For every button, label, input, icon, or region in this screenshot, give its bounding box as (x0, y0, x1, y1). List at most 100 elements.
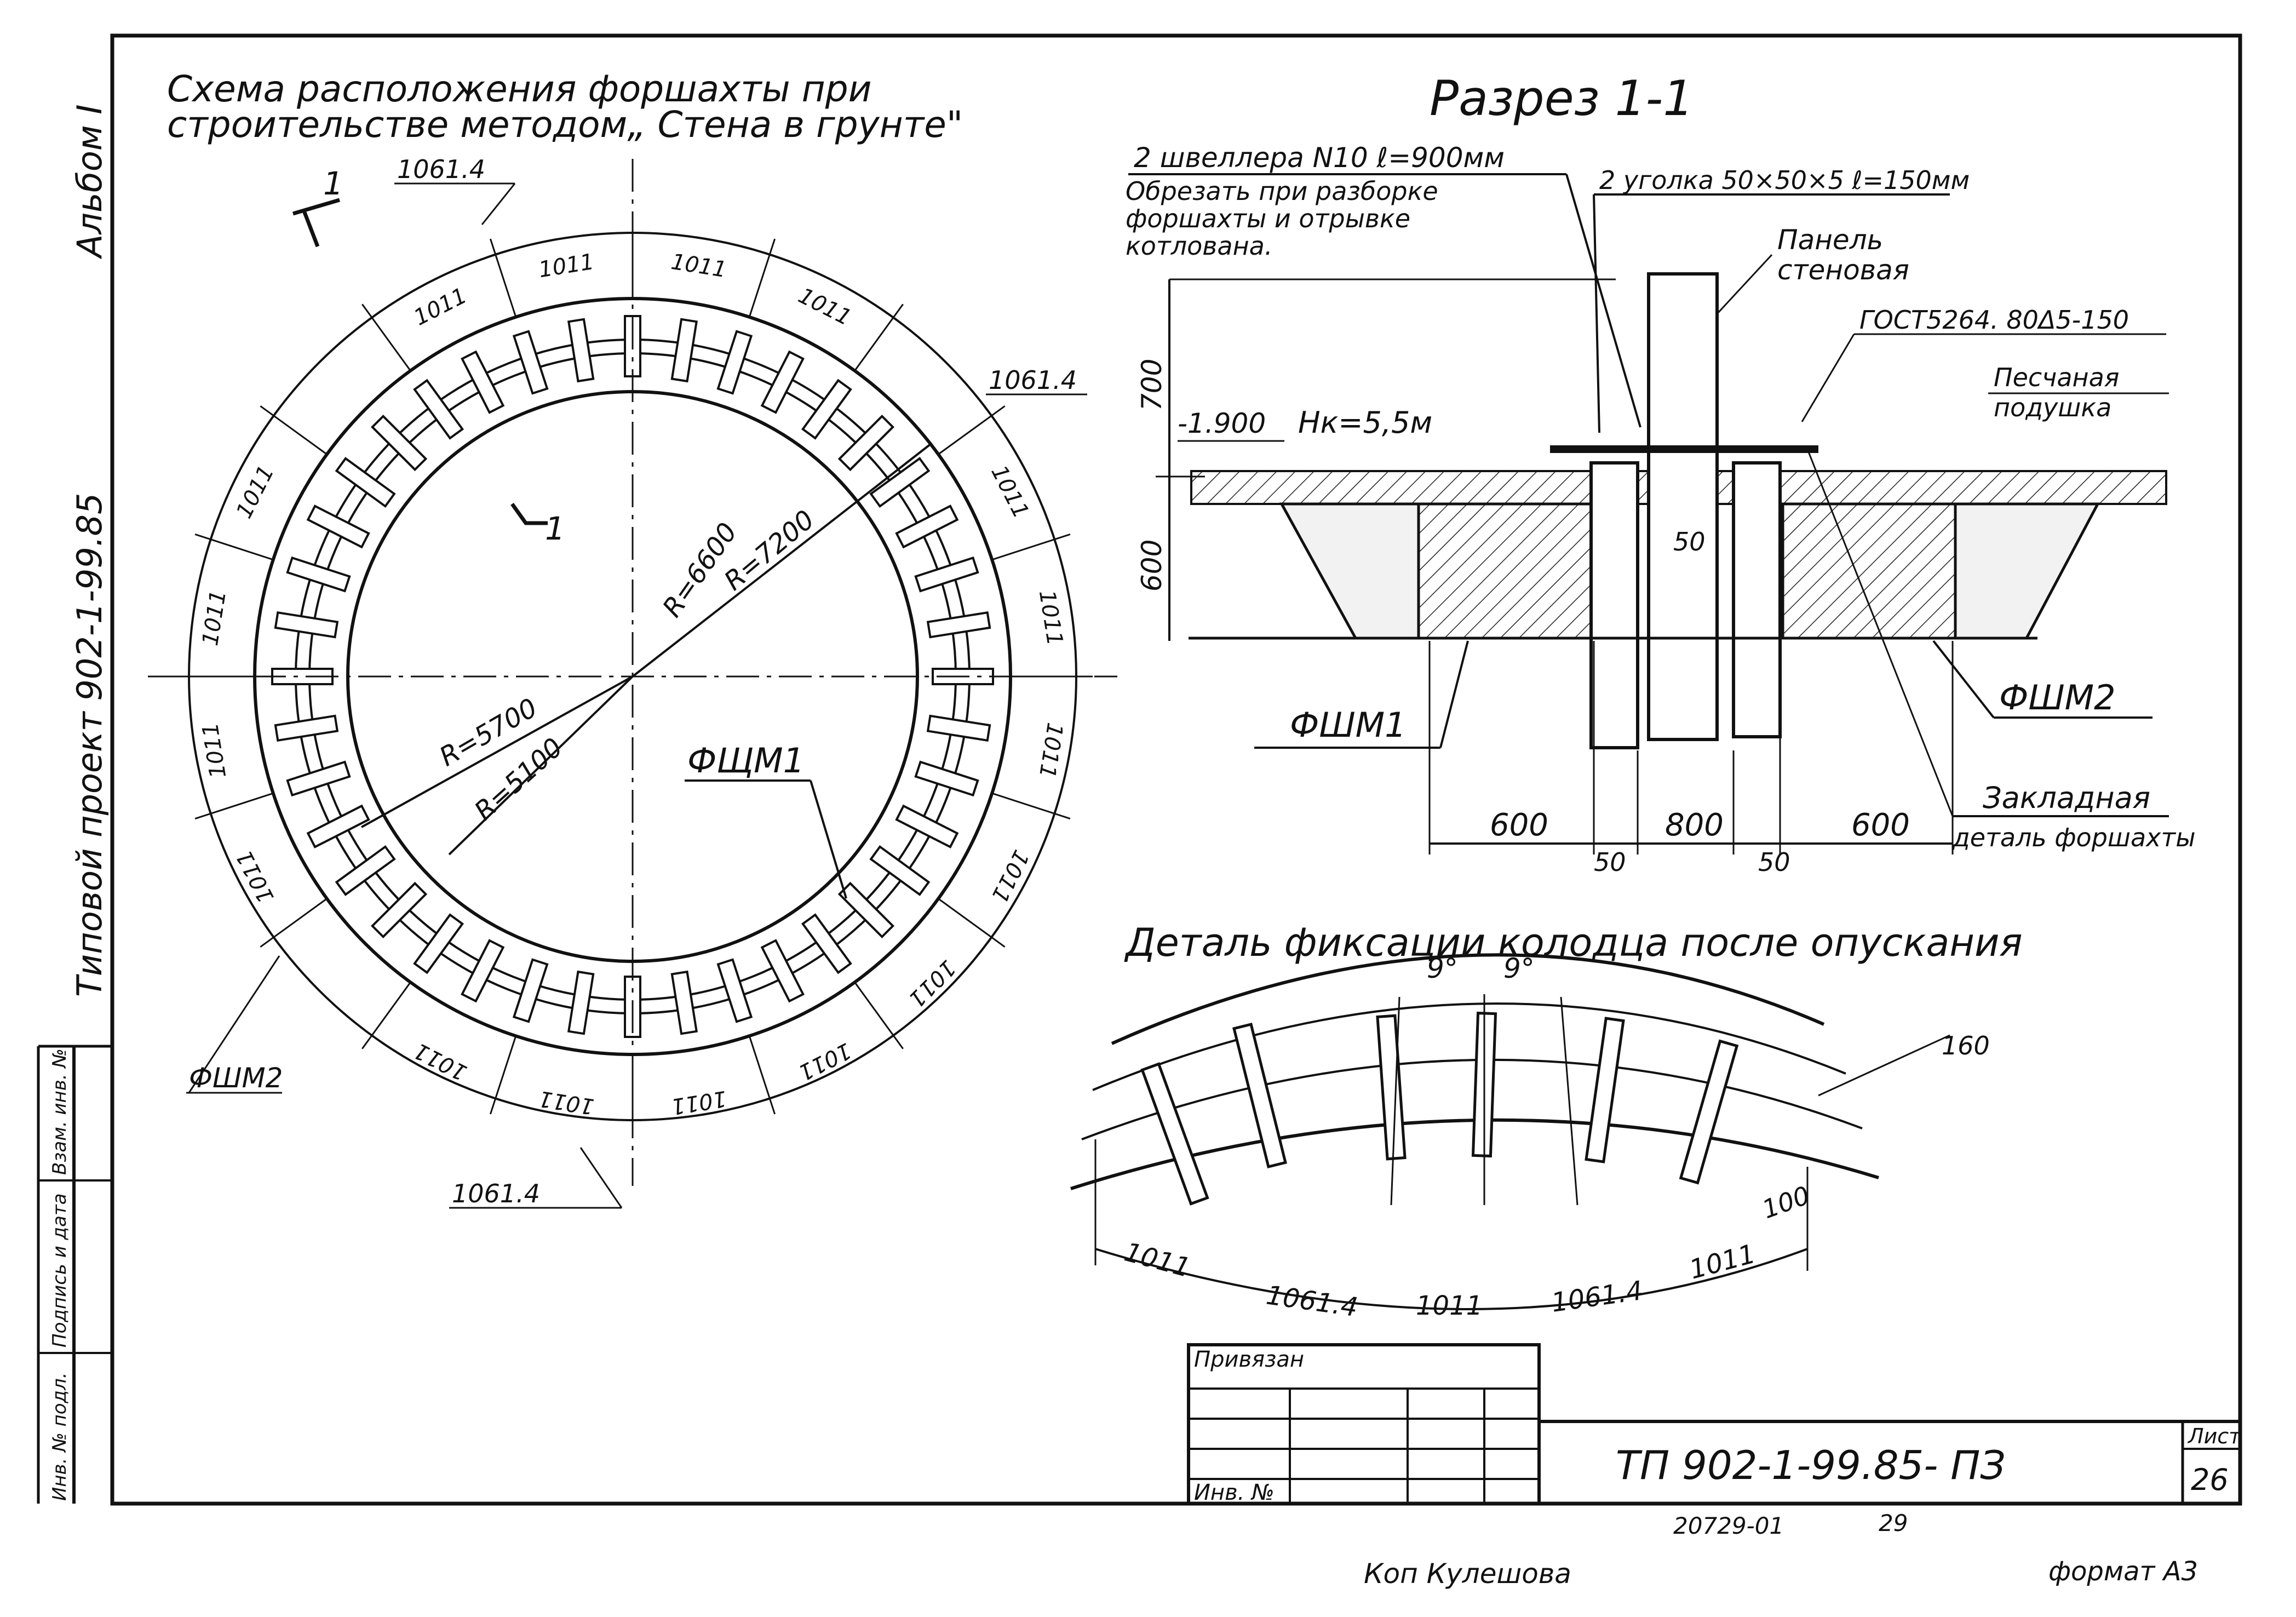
dim-tick (194, 533, 274, 561)
formwork-block (869, 845, 931, 896)
formwork-block (760, 939, 805, 1003)
formwork-block (567, 318, 595, 383)
plan-label-fshm1: ФЩМ1 (687, 741, 805, 781)
dim-tick (938, 405, 1006, 455)
angle-2: 9° (1503, 953, 1535, 984)
inv-no-label: Инв. № (1194, 1480, 1275, 1505)
detail-post (1232, 1022, 1288, 1169)
dim-tick (854, 982, 904, 1050)
concrete-right (1781, 502, 1957, 640)
section-label-fshm1: ФШМ1 (1290, 705, 1407, 745)
plan-dim-ticks (173, 216, 1093, 1137)
detail-post (1140, 1062, 1209, 1206)
plan-dim-label: 1011 (537, 1086, 596, 1119)
radius-line-5700 (361, 675, 633, 828)
formwork-block (370, 881, 428, 939)
side-stamp-2: Подпись и дата (49, 1193, 71, 1348)
wall-right (1732, 461, 1782, 738)
plan-formwork-blocks (271, 315, 994, 1038)
formwork-block (895, 804, 959, 848)
radius-line-5100 (448, 675, 634, 856)
doc-code-box (1537, 1420, 2242, 1505)
panel-1: Панель (1777, 224, 1883, 256)
sheet-frame (110, 33, 2242, 1506)
plan-title-2: строительстве методом„ Стена в грунте" (167, 104, 963, 146)
leader (1818, 1034, 1950, 1097)
sand-1: Песчаная (1994, 363, 2119, 392)
plan-dim-label: 1011 (1034, 588, 1067, 647)
detail-dim-5: 1011 (1686, 1238, 1759, 1286)
dim-600-right: 600 (1851, 807, 1910, 843)
dim-tick (260, 405, 328, 455)
detail-dim-3: 1011 (1416, 1291, 1483, 1321)
dim-50-inner: 50 (1673, 527, 1706, 557)
hk-label: Нк=5,5м (1298, 405, 1432, 440)
dim-50-left: 50 (1594, 847, 1626, 877)
doc-code: ТП 902-1-99.85- ПЗ (1616, 1442, 2006, 1488)
sand-2: подушка (1994, 393, 2111, 422)
formwork-block (286, 760, 351, 797)
formwork-block (837, 881, 895, 939)
order-number: 20729-01 (1673, 1512, 1784, 1539)
formwork-block (801, 913, 852, 974)
sand-fill-left (1279, 502, 1420, 640)
dim-tick (489, 238, 517, 318)
copied-by: Коп Кулешова (1364, 1558, 1571, 1590)
detail-dim-2: 1061.4 (1264, 1280, 1359, 1323)
detail-arc-outer (1111, 953, 1825, 1045)
title-block: Привязан Инв. № ТП 902-1-99.85- ПЗ Лист … (1187, 1343, 2242, 1590)
gost-label: ГОСТ5264. 80Δ5-150 (1859, 305, 2129, 335)
sheet-label: Лист (2187, 1424, 2242, 1448)
privyazan-label: Привязан (1194, 1347, 1304, 1372)
plan-dim-label: 1011 (232, 846, 279, 907)
dim-tick (991, 792, 1071, 820)
formwork-block (512, 958, 549, 1023)
format-label: формат А3 (2048, 1556, 2198, 1587)
cut-mark-center: 1 (545, 510, 565, 547)
detail-post (1376, 1014, 1407, 1161)
formwork-block (716, 330, 753, 395)
detail-dim-arc (1095, 1248, 1808, 1310)
formwork-block (461, 939, 505, 1003)
concrete-left (1417, 502, 1593, 640)
dim-100: 100 (1758, 1180, 1813, 1225)
dim-tick (361, 982, 411, 1050)
leader (1801, 334, 1855, 422)
plan-dim-label: 1011 (794, 283, 856, 331)
plan-dim-label: 1011 (794, 1037, 856, 1085)
section-view: Разрез 1-1 2 швеллера N10 ℓ=900мм Обреза… (1126, 70, 2196, 877)
section-label-fshm2: ФШМ2 (1999, 678, 2116, 718)
formwork-block (335, 845, 396, 896)
formwork-block (413, 913, 464, 974)
level-label: -1.900 (1178, 408, 1266, 439)
leader (1932, 640, 1995, 719)
leader (481, 183, 516, 225)
leader (1806, 449, 1954, 817)
angle-1: 9° (1427, 953, 1458, 984)
cut-arrow-top (292, 198, 340, 248)
formwork-block (895, 504, 959, 549)
note-channel: 2 швеллера N10 ℓ=900мм (1134, 142, 1505, 174)
formwork-block (370, 414, 428, 472)
formwork-block (286, 556, 351, 593)
plan-dim-label: 1011 (1034, 721, 1067, 780)
wall-left (1589, 461, 1639, 749)
formwork-block (760, 350, 805, 414)
dim-tick (260, 898, 328, 948)
formwork-block (670, 970, 698, 1035)
detail-arc-mid-2 (1081, 1058, 1863, 1140)
leader (810, 780, 847, 899)
detail-post (1585, 1017, 1625, 1163)
formwork-block (413, 379, 464, 440)
dim-tick (748, 1035, 776, 1115)
formwork-block (837, 414, 895, 472)
formwork-block (306, 504, 370, 549)
dim-tick (938, 898, 1006, 948)
embedded-2: деталь форшахты (1952, 823, 2196, 852)
formwork-block (306, 804, 370, 848)
formwork-block (869, 457, 931, 508)
plan-dim-label: 1011 (198, 721, 231, 780)
dim-tick (854, 303, 904, 371)
plan-dim-label: 1011 (669, 1086, 728, 1119)
